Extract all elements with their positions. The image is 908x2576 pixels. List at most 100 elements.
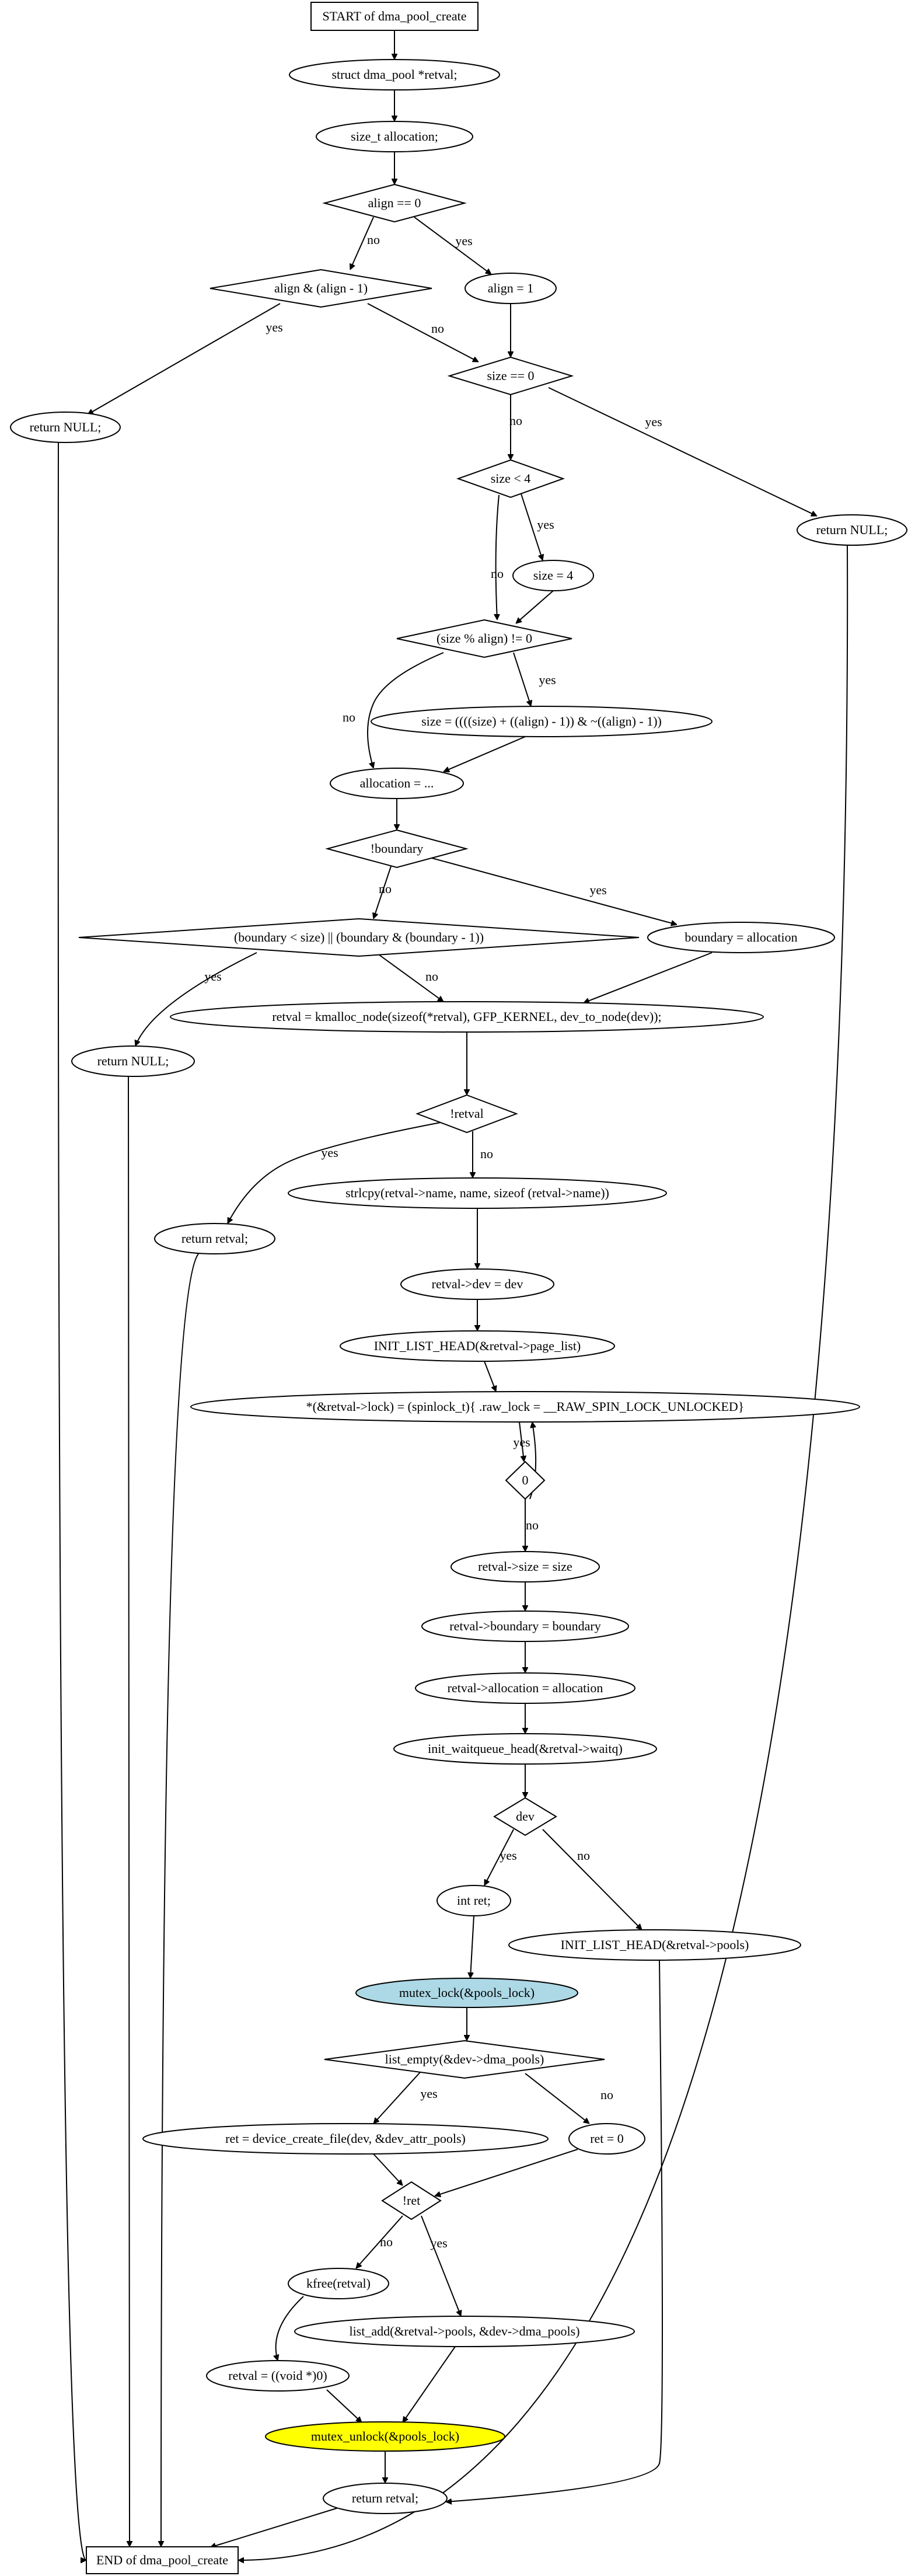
node-int-ret: int ret; xyxy=(436,1885,511,1916)
node-shape xyxy=(381,2181,442,2221)
node-label: !retval xyxy=(450,1106,483,1121)
node-label: (boundary < size) || (boundary & (bounda… xyxy=(234,930,484,944)
node-retval-boundary: retval->boundary = boundary xyxy=(421,1611,629,1642)
node-label: size == 0 xyxy=(487,368,534,383)
node-d-zero: 0 xyxy=(505,1460,546,1500)
node-label: return NULL; xyxy=(816,522,888,537)
edge-ret_null_1-to-end xyxy=(57,442,87,2560)
edge-d_align0-to-d_alignpow xyxy=(350,217,374,270)
node-waitqueue: init_waitqueue_head(&retval->waitq) xyxy=(393,1733,657,1765)
node-init-page-list: INIT_LIST_HEAD(&retval->page_list) xyxy=(340,1330,615,1362)
node-label: strlcpy(retval->name, name, sizeof (retv… xyxy=(345,1186,609,1200)
node-label: mutex_lock(&pools_lock) xyxy=(399,1985,535,2000)
node-label: align == 0 xyxy=(368,196,421,210)
edge-d_boundary-to-d_boundcheck xyxy=(373,866,392,919)
node-retval-size: retval->size = size xyxy=(450,1551,600,1582)
edge-d_dev-to-int_ret xyxy=(484,1829,514,1885)
node-shape xyxy=(493,1797,557,1836)
edge-d_dev-to-init_pools xyxy=(542,1829,642,1930)
node-d-size4: size < 4 xyxy=(456,459,565,499)
node-label: *(&retval->lock) = (spinlock_t){ .raw_lo… xyxy=(306,1399,745,1414)
node-label: ret = device_create_file(dev, &dev_attr_… xyxy=(225,2131,466,2146)
node-shape xyxy=(400,1268,554,1300)
node-shape xyxy=(10,412,121,443)
edge-label-yes: yes xyxy=(266,320,282,334)
node-d-sizemod: (size % align) != 0 xyxy=(396,619,572,658)
node-size4: size = 4 xyxy=(512,560,594,591)
node-shape xyxy=(325,829,469,869)
node-label: !boundary xyxy=(371,841,423,856)
node-label: kfree(retval) xyxy=(306,2276,371,2291)
node-label: retval->size = size xyxy=(478,1559,572,1574)
node-shape xyxy=(142,2123,549,2155)
node-shape xyxy=(355,1978,578,2008)
edge-label-yes: yes xyxy=(430,2236,447,2250)
edge-init_page_list-to-spinlock xyxy=(484,1361,496,1392)
node-label: return NULL; xyxy=(30,420,102,434)
edge-retval_null-to-mutex_unlock xyxy=(326,2389,362,2422)
node-d-align0: align == 0 xyxy=(322,183,467,223)
edge-d_align0-to-align1 xyxy=(414,217,491,275)
node-shape xyxy=(568,2123,645,2155)
edge-label-yes: yes xyxy=(589,883,606,897)
node-decl-alloc: size_t allocation; xyxy=(316,121,473,152)
node-d-retval: !retval xyxy=(415,1094,518,1134)
node-shape xyxy=(190,1391,860,1423)
edge-label-no: no xyxy=(491,566,504,581)
node-spinlock: *(&retval->lock) = (spinlock_t){ .raw_lo… xyxy=(190,1391,860,1423)
node-start: START of dma_pool_create xyxy=(310,2,479,31)
node-label: list_empty(&dev->dma_pools) xyxy=(385,2052,544,2066)
node-retval-dev: retval->dev = dev xyxy=(400,1268,554,1300)
edge-d_ret-to-list_add xyxy=(421,2215,461,2316)
edge-d_boundcheck-to-ret_null_3 xyxy=(135,952,257,1046)
edge-ret0-to-d_ret xyxy=(435,2149,578,2196)
node-end: END of dma_pool_create xyxy=(86,2546,239,2574)
edge-ret_null_3-to-end xyxy=(128,1076,130,2547)
node-shape xyxy=(415,1672,635,1704)
node-label: align & (align - 1) xyxy=(274,281,368,295)
node-label: mutex_unlock(&pools_lock) xyxy=(311,2429,459,2443)
edge-list_add-to-mutex_unlock xyxy=(402,2346,456,2422)
edge-ret_retval_2-to-end xyxy=(210,2507,339,2547)
edge-label-no: no xyxy=(526,1518,539,1532)
edge-label-yes: yes xyxy=(539,672,556,687)
node-label: dev xyxy=(516,1809,535,1824)
edge-size4-to-d_sizemod xyxy=(516,590,554,624)
edge-dev_create-to-d_ret xyxy=(373,2153,403,2185)
edge-d_ret-to-kfree xyxy=(355,2215,403,2268)
edge-label-no: no xyxy=(431,321,444,336)
node-label: align = 1 xyxy=(488,281,533,295)
edge-d_size4-to-d_sizemod xyxy=(496,494,499,620)
node-shape xyxy=(170,1001,764,1033)
edge-d_sizemod-to-allocation xyxy=(367,652,444,768)
node-label: (size % align) != 0 xyxy=(436,631,532,646)
node-label: END of dma_pool_create xyxy=(96,2553,228,2567)
node-shape xyxy=(340,1330,615,1362)
node-shape xyxy=(78,918,640,957)
node-shape xyxy=(288,2268,389,2299)
node-ret-null-2: return NULL; xyxy=(797,514,907,546)
edge-label-no: no xyxy=(343,710,355,724)
node-shape xyxy=(421,1611,629,1642)
node-dev-create: ret = device_create_file(dev, &dev_attr_… xyxy=(142,2123,549,2155)
node-shape xyxy=(450,1551,600,1582)
node-shape xyxy=(508,1929,801,1961)
node-label: allocation = ... xyxy=(360,776,434,790)
node-label: START of dma_pool_create xyxy=(322,9,466,23)
edge-label-yes: yes xyxy=(537,517,554,532)
edge-label-yes: yes xyxy=(500,1848,516,1863)
node-d-ret: !ret xyxy=(381,2181,442,2221)
edge-label-yes: yes xyxy=(513,1435,530,1449)
node-shape xyxy=(289,59,500,90)
edge-d_size0-to-ret_null_2 xyxy=(548,387,817,517)
node-label: init_waitqueue_head(&retval->waitq) xyxy=(428,1741,623,1756)
node-label: return NULL; xyxy=(97,1054,169,1068)
edge-int_ret-to-mutex_lock xyxy=(470,1915,474,1978)
node-shape xyxy=(86,2546,239,2574)
edge-d_sizemod-to-size_round xyxy=(513,652,531,706)
node-d-dev: dev xyxy=(493,1797,557,1836)
node-shape xyxy=(288,1177,667,1209)
node-shape xyxy=(465,273,557,304)
